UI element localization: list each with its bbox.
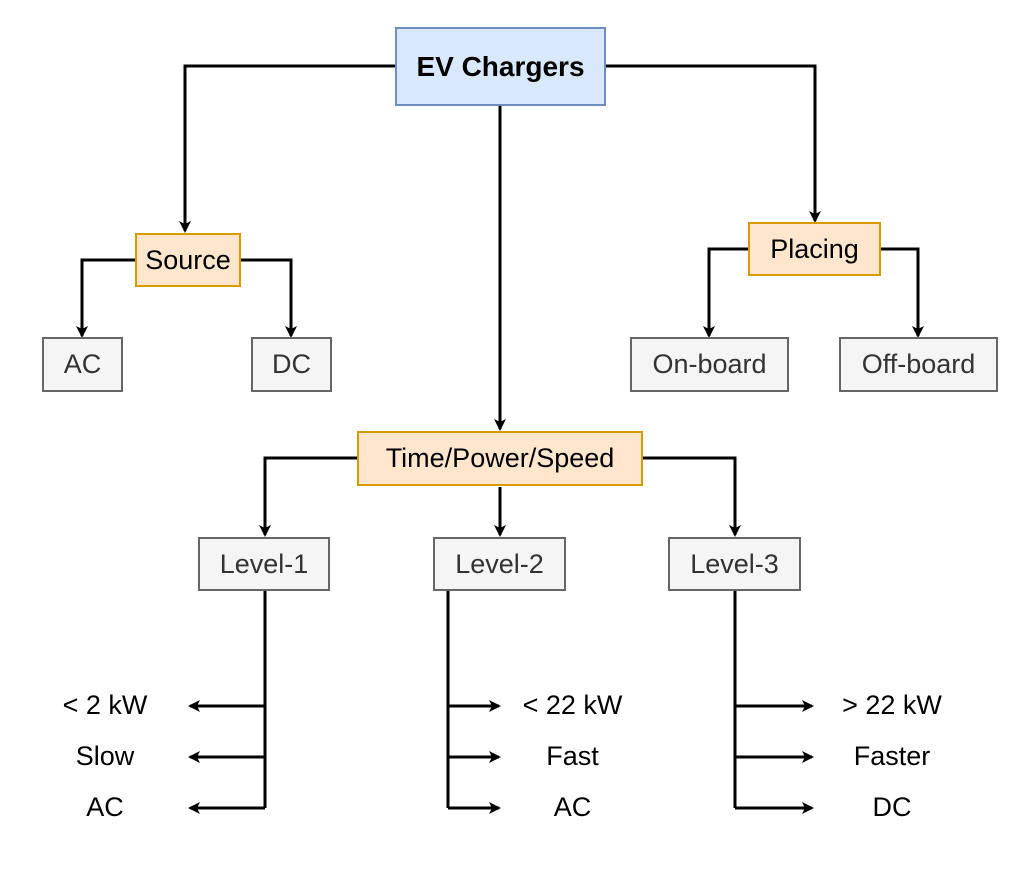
level-3-power: > 22 kW [842,690,942,720]
category-source: Source [135,233,241,287]
edge-placing-offboard [880,247,924,338]
edge-source-dc [240,258,297,338]
category-time-power-speed: Time/Power/Speed [357,431,643,486]
level-2-node: Level-2 [433,537,566,591]
level-1-speed: Slow [75,741,135,771]
leaf-ac: AC [42,337,123,392]
level-1-power: < 2 kW [62,690,148,720]
leaf-on-board: On-board [630,337,789,392]
root-node-ev-chargers: EV Chargers [395,27,606,106]
edge-placing-onboard [703,247,750,338]
level-3-type: DC [872,792,912,822]
level-1-node: Level-1 [198,537,330,591]
level-2-speed: Fast [546,741,599,771]
leaf-off-board: Off-board [839,337,998,392]
edge-root-source [179,64,395,233]
edge-root-placing [605,64,821,223]
level-3-node: Level-3 [668,537,801,591]
level-2-power: < 22 kW [522,690,623,720]
edge-tps-level3 [642,456,741,537]
level-2-type: AC [553,792,592,822]
leaf-dc: DC [251,337,332,392]
category-placing: Placing [748,222,881,276]
edge-tps-level1 [259,456,358,537]
edge-source-ac [76,258,136,338]
level-1-type: AC [86,792,124,822]
level-3-speed: Faster [853,741,931,771]
